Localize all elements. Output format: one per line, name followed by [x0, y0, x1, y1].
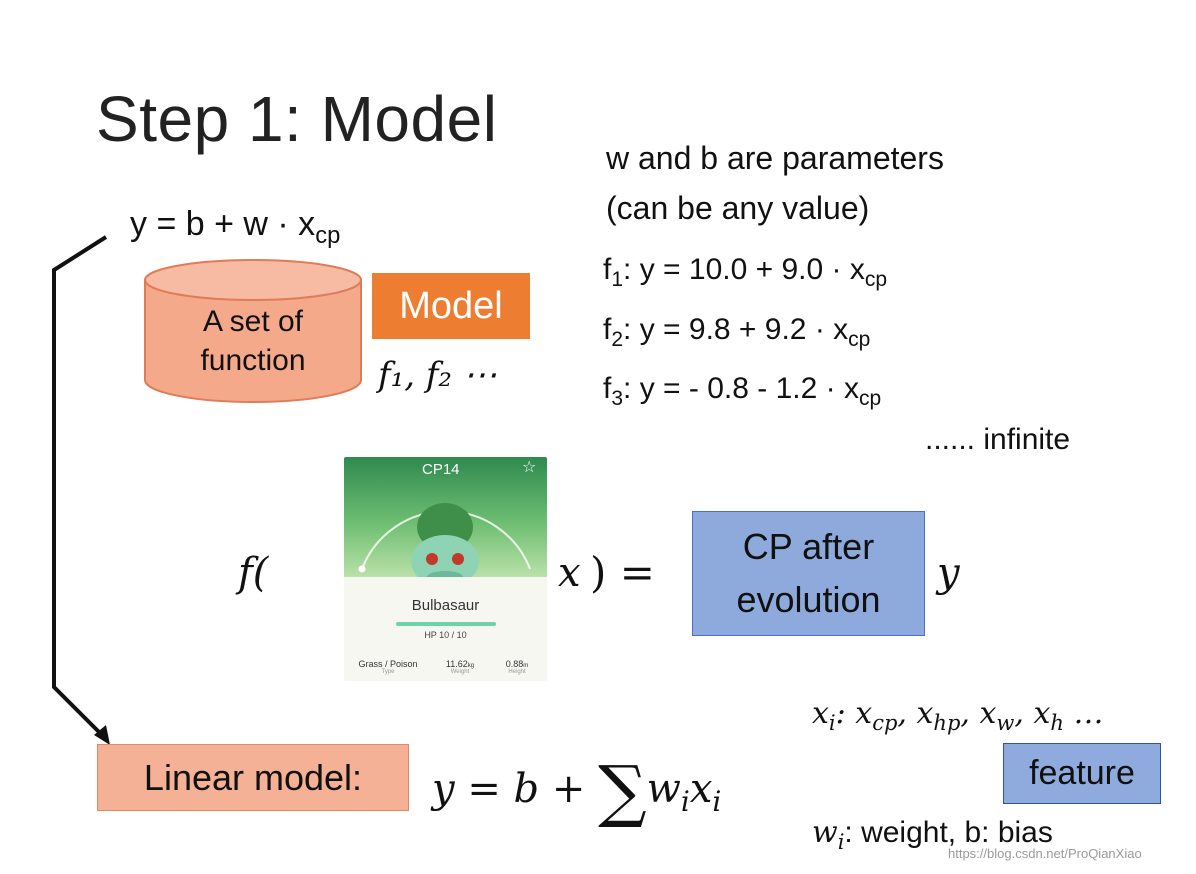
- pokemon-card: CP14 ☆ Bulbasaur HP 10 / 10 Grass / Pois…: [344, 457, 547, 681]
- arrow-head: [94, 725, 110, 745]
- function-f2: f2: y = 9.8 + 9.2 · xcp: [603, 313, 871, 351]
- star-icon: ☆: [522, 459, 537, 476]
- function-set-label: A set of function: [200, 305, 306, 377]
- height-unit: m: [523, 663, 529, 669]
- model-badge: Model: [372, 273, 530, 339]
- pokemon-name: Bulbasaur: [411, 597, 480, 614]
- function-f3: f3: y = - 0.8 - 1.2 · xcp: [603, 372, 882, 410]
- infinite-label: ...... infinite: [925, 423, 1071, 456]
- pokemon-height: 0.88: [505, 659, 524, 669]
- equation-y: y: [937, 550, 960, 596]
- base-formula: y = b + w · xcp: [130, 205, 341, 249]
- function-list: f₁, f₂ ⋯: [378, 355, 497, 395]
- bracket-arrow: [52, 235, 110, 745]
- linear-model-label: Linear model:: [97, 744, 409, 811]
- watermark: https://blog.csdn.net/ProQianXiao: [948, 846, 1142, 861]
- pokemon-info: Bulbasaur HP 10 / 10 Grass / Poison Type…: [344, 577, 547, 681]
- height-label: Height: [508, 669, 526, 675]
- linear-model-formula: y = b + ∑wixi: [432, 752, 722, 831]
- feature-badge: feature: [1003, 743, 1161, 804]
- sigma-symbol: ∑: [598, 752, 647, 831]
- equation-f-open: f(: [238, 550, 269, 596]
- function-set-cylinder: [144, 259, 362, 403]
- type-label: Type: [381, 669, 395, 675]
- parameters-line-1: w and b are parameters: [606, 140, 944, 176]
- pokemon-hp: HP 10 / 10: [424, 630, 467, 640]
- equation-x: x: [558, 550, 581, 596]
- equation-close: ) =: [590, 548, 655, 597]
- cp-after-evolution-box: CP after evolution: [692, 511, 925, 636]
- weight-label: Weight: [450, 669, 470, 675]
- parameters-line-2: (can be any value): [606, 190, 870, 226]
- feature-list: xi: xcp, xhp, xw, xh …: [812, 696, 1104, 735]
- pokemon-weight: 11.62: [445, 659, 468, 669]
- pokemon-cp: CP14: [422, 461, 460, 478]
- pokemon-type: Grass / Poison: [358, 659, 418, 669]
- weight-bias-line: wi: weight, b: bias: [812, 815, 1053, 854]
- slide-title: Step 1: Model: [96, 83, 498, 155]
- weight-unit: kg: [467, 663, 475, 669]
- function-f1: f1: y = 10.0 + 9.0 · xcp: [603, 253, 888, 291]
- hp-bar: [396, 622, 496, 626]
- bracket-line: [52, 235, 108, 739]
